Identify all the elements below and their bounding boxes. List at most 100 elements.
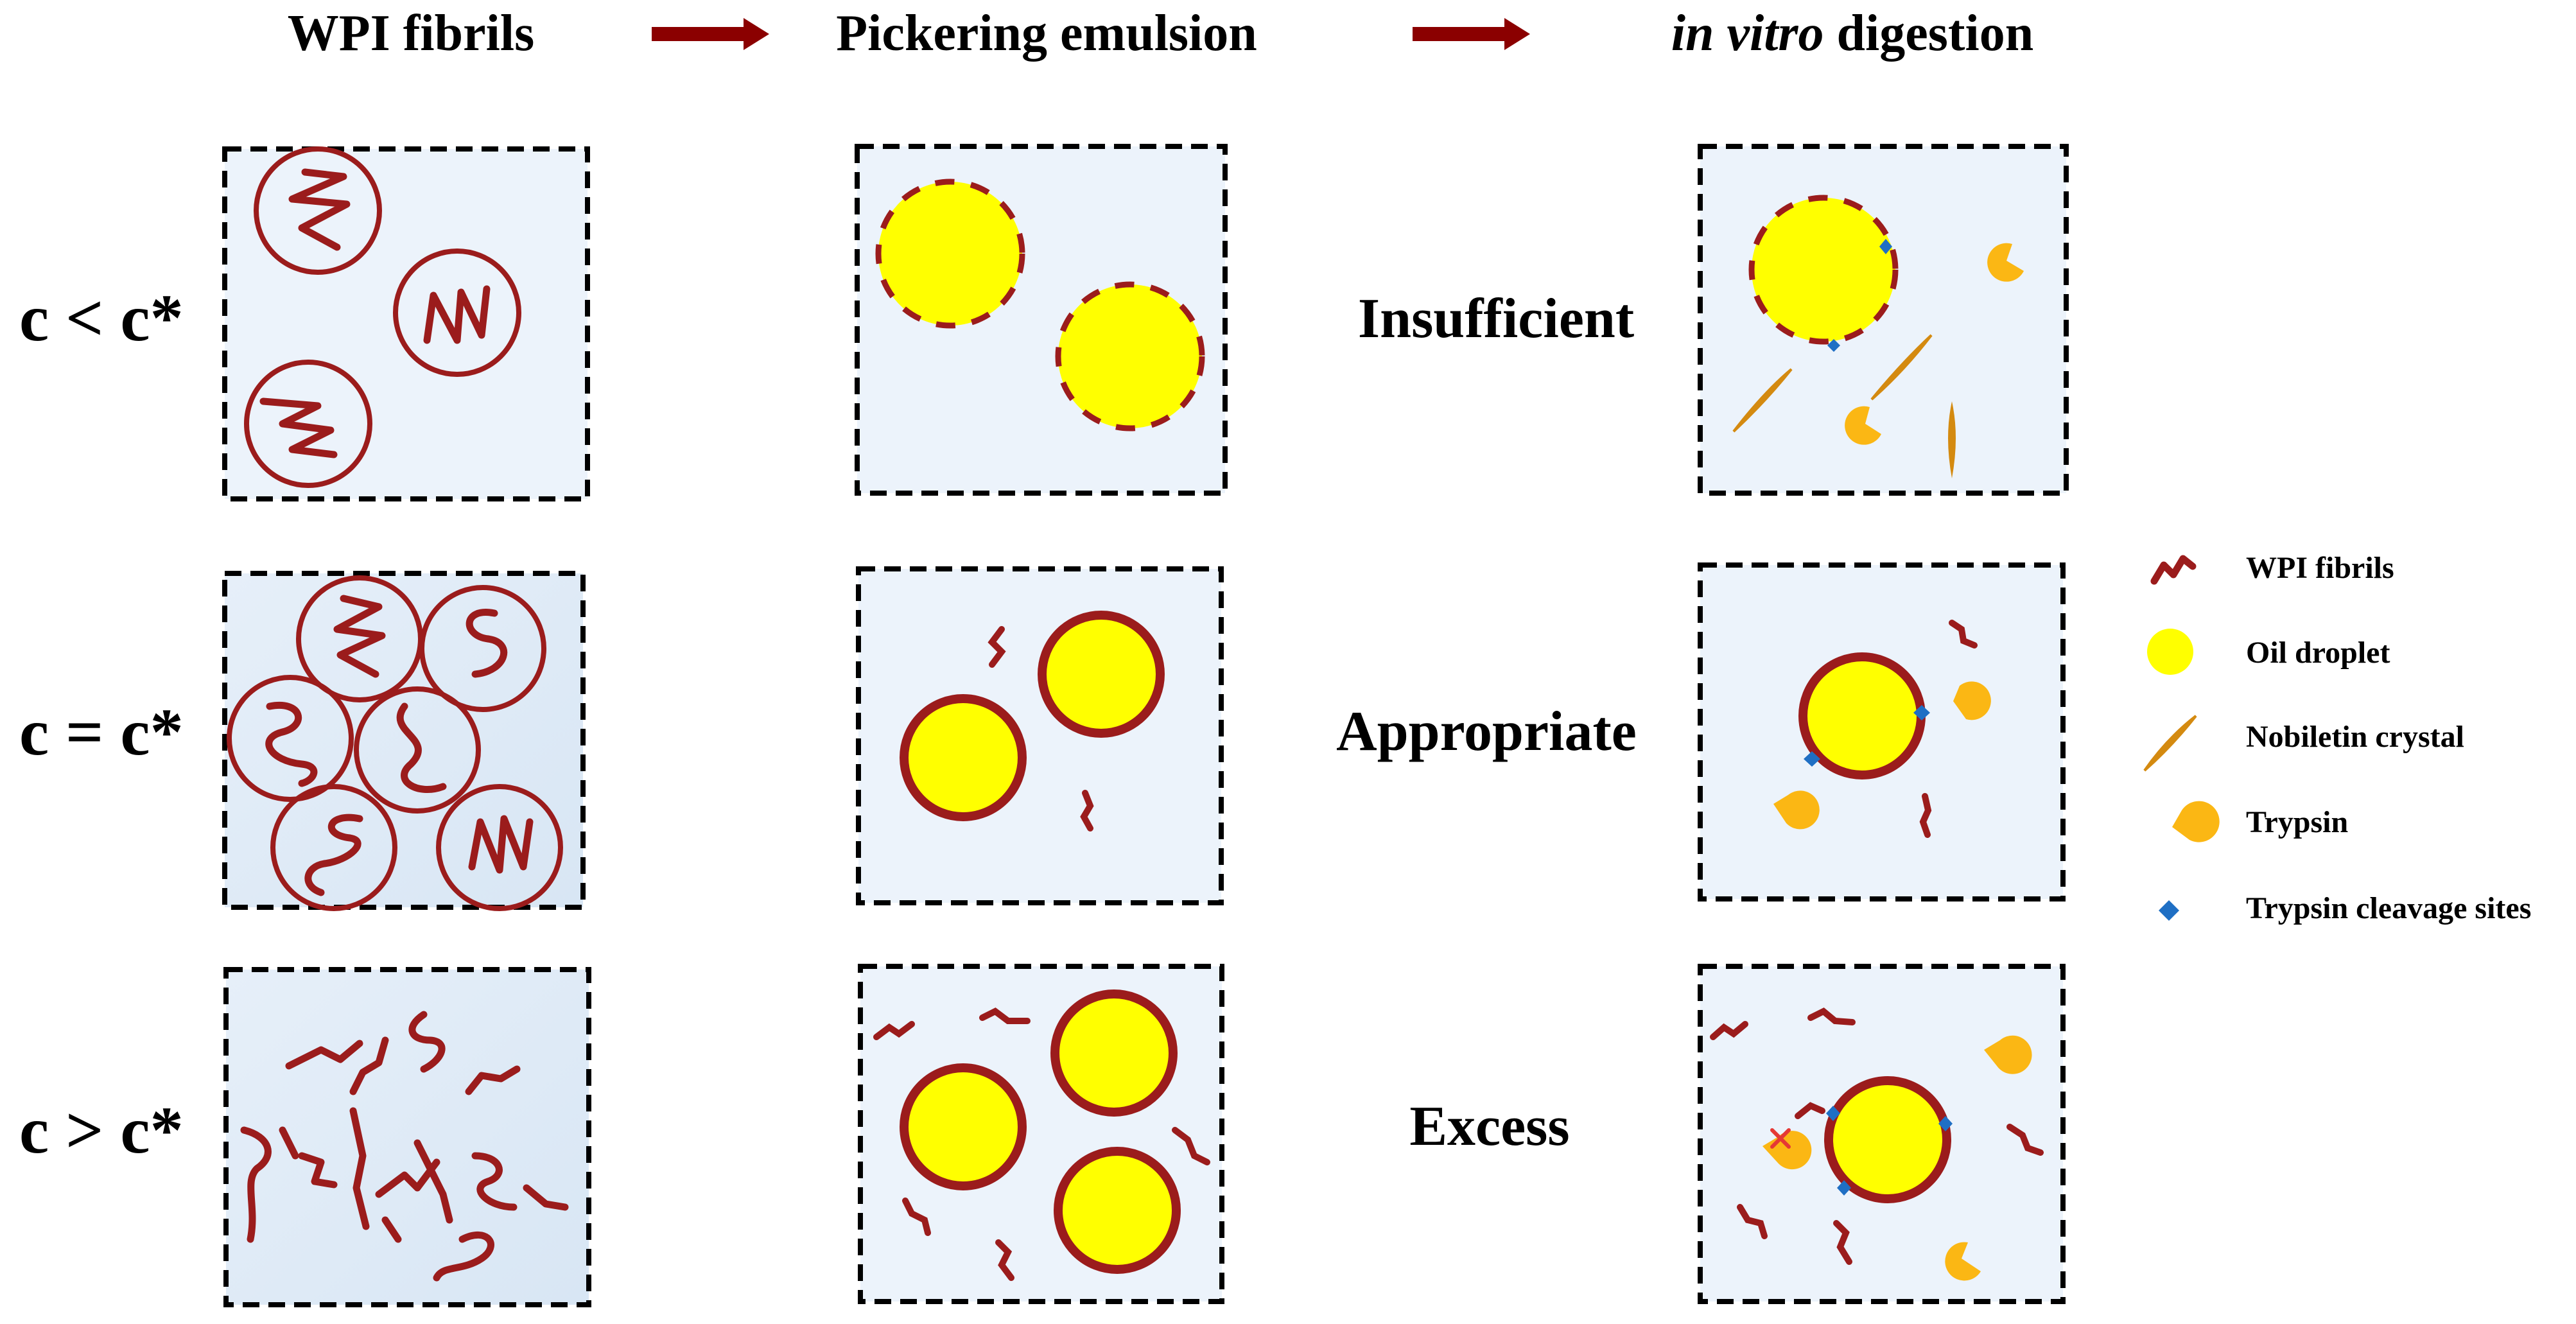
coil-boundary [227,675,354,802]
fibril-coils-low [244,146,521,488]
free-fibril [1172,1127,1210,1165]
free-fibrils-high [240,1011,569,1282]
free-fibril [1807,1007,1856,1025]
free-fibril [1710,1021,1748,1040]
fibril-strand [396,702,447,793]
header-arrow-1 [652,18,769,50]
emulsion-low [875,179,1205,431]
cleavage-site [1837,1180,1851,1196]
legend-item-trypsin-cleavage-sites: Trypsin cleavage sites [2159,891,2531,925]
header-step3-italic: in vitro [1671,5,1824,62]
fibril-strand [375,1158,440,1198]
trypsin-enzyme [1953,681,1991,720]
fibril-strand [433,1232,494,1282]
legend-item-nobiletin-crystal: Nobiletin crystal [2143,715,2464,772]
oil-droplet [1055,281,1205,431]
fibril-strand [468,815,534,874]
trypsin-enzyme [1984,1035,2032,1074]
cleavage-site [1879,239,1892,254]
fibril-coil [419,585,546,712]
oil-droplet [875,179,1025,329]
row-label-above-critical: c > c* [19,1093,184,1167]
fibril-strand [423,285,491,344]
legend: WPI fibrils Oil droplet Nobiletin crysta… [2143,551,2531,925]
digestion-mid [1773,620,1991,838]
arrow-shaft [1413,27,1506,41]
free-fibril [1080,790,1094,832]
panel-fibrils-mid [222,571,586,910]
cross-stroke [1770,1128,1791,1149]
legend-label: Oil droplet [2246,636,2390,670]
oil-droplet [1748,195,1899,345]
nobiletin-crystal [1948,401,1956,478]
free-fibril [1949,620,1978,649]
legend-label: WPI fibrils [2246,551,2394,585]
trypsin-enzyme [1773,790,1820,830]
arrow-head [744,18,769,50]
oil-droplet [1050,989,1178,1117]
cleavage-site [1913,705,1930,720]
free-fibril [988,626,1006,668]
arrow-shaft [652,27,745,41]
fibril-strand [465,1065,521,1095]
fibril-coil [244,360,372,488]
trypsin-cleavage-site-icon [2159,900,2179,921]
outcome-insufficient: Insufficient [1358,288,1634,350]
fibril-coil [393,248,521,377]
coil-boundary [354,686,481,814]
oil-droplet [1798,652,1926,780]
digestion-low [1732,195,2024,478]
oil-droplet [1054,1147,1181,1274]
oil-droplet [1824,1076,1951,1203]
coil-boundary [254,146,382,275]
fibril-strand [523,1184,569,1211]
legend-label: Nobiletin crystal [2246,720,2464,754]
trypsin-enzyme [1945,1242,1981,1281]
fibril-coil [436,784,563,911]
fibril-strand [349,1036,389,1095]
oil-droplet [900,694,1027,821]
fibril-strand [381,1216,402,1243]
legend-label: Trypsin [2246,805,2348,839]
fibril-strand [304,814,363,896]
outcome-appropriate: Appropriate [1336,701,1637,763]
legend-label: Trypsin cleavage sites [2246,891,2531,925]
legend-item-trypsin: Trypsin [2172,801,2348,842]
fibril-strand [349,1107,370,1230]
header-step-wpi-fibrils: WPI fibrils [288,5,534,62]
oil-droplet-icon [2147,629,2193,675]
fibril-strand [298,1152,338,1189]
fibril-strand [466,609,508,678]
coil-boundary [436,784,563,911]
arrow-head [1504,18,1530,50]
emulsion-high [873,989,1210,1281]
header-arrow-2 [1413,18,1530,50]
cleavage-site [1938,1116,1953,1131]
fibril-strand [408,1011,446,1073]
fibril-strand [279,1126,299,1160]
panel-fibrils-high [223,967,591,1307]
trypsin-enzyme [1845,406,1881,445]
fibril-strand [285,1040,363,1070]
fibril-strand [265,701,318,787]
panel-digestion-low [1698,144,2069,496]
wpi-fibril-icon [2150,555,2197,585]
free-fibril [1833,1220,1852,1265]
fibril-strand [471,1152,518,1211]
fibril-coil [254,146,382,275]
trypsin-enzyme [1762,1131,1812,1170]
blocked-cleavage-icon [1770,1128,1791,1149]
coil-boundary [270,784,397,911]
fibril-coil [354,686,481,814]
free-fibril [2006,1124,2044,1156]
free-fibril [902,1198,931,1236]
coil-boundary [393,248,521,377]
outcome-excess: Excess [1409,1095,1569,1158]
outcome-labels: Insufficient Appropriate Excess [1336,288,1637,1158]
nobiletin-crystal [1870,334,1933,401]
free-fibril [995,1239,1014,1281]
header-step3-rest: digestion [1837,5,2034,62]
header-step3-space [1824,5,1837,62]
cleavage-site [1804,751,1820,767]
panel-digestion-high [1698,964,2066,1304]
